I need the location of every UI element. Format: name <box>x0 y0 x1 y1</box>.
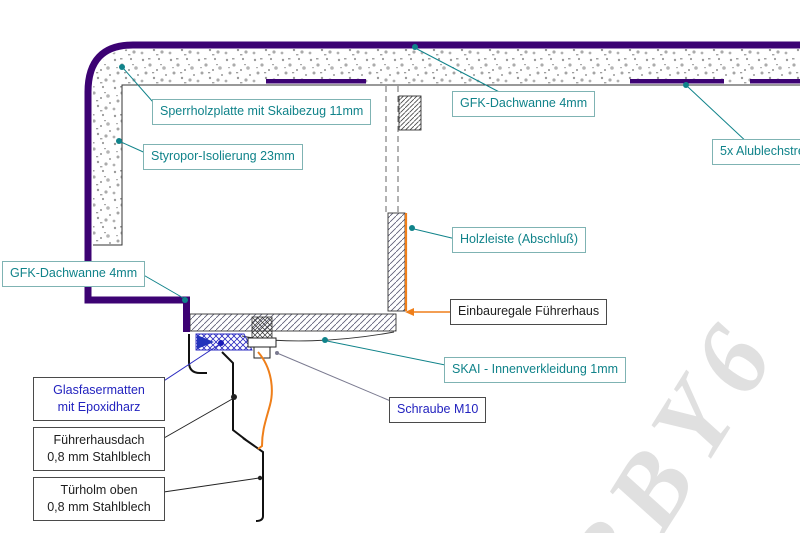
label-tuerholm-line1: Türholm oben <box>60 483 138 497</box>
door-pillar-seal <box>257 351 273 450</box>
label-skai: SKAI - Innenverkleidung 1mm <box>444 357 627 383</box>
label-styropor: Styropor-Isolierung 23mm <box>143 144 303 170</box>
label-tuerholm: Türholm oben 0,8 mm Stahlblech <box>33 477 165 521</box>
label-glasfasermatten: Glasfasermatten mit Epoxidharz <box>33 377 165 421</box>
label-holzleiste: Holzleiste (Abschluß) <box>452 227 587 253</box>
label-alublechstreifen: 5x Alublechstreifen <box>712 139 800 165</box>
label-tuerholm-line2: 0,8 mm Stahlblech <box>47 499 151 514</box>
alu-sheet-strips <box>266 79 800 84</box>
leader-dots-teal <box>116 44 689 343</box>
label-fuehrerhausdach: Führerhausdach 0,8 mm Stahlblech <box>33 427 165 471</box>
label-fuehrerhausdach-line2: 0,8 mm Stahlblech <box>47 449 151 464</box>
holzleiste-strip <box>387 212 408 312</box>
label-gfk-dachwanne-top: GFK-Dachwanne 4mm <box>452 91 596 117</box>
label-glasfasermatten-line1: Glasfasermatten <box>53 383 145 397</box>
label-glasfasermatten-line2: mit Epoxidharz <box>57 399 141 414</box>
top-batten-block <box>398 95 422 131</box>
leaders-black <box>149 394 263 495</box>
label-gfk-dachwanne-left: GFK-Dachwanne 4mm <box>2 261 146 287</box>
label-schraube-m10: Schraube M10 <box>389 397 487 423</box>
cab-roof-sheet-profile <box>188 334 264 522</box>
insulation-band <box>93 49 800 246</box>
screw-m10-detail <box>247 316 277 359</box>
hidden-edge-lines <box>385 86 399 213</box>
leader-schraube <box>275 351 401 406</box>
label-fuehrerhausdach-line1: Führerhausdach <box>53 433 145 447</box>
label-einbauregale: Einbauregale Führerhaus <box>450 299 608 325</box>
glassfibre-wedge <box>195 333 253 351</box>
gfk-outer-skin <box>84 41 800 332</box>
label-sperrholzplatte: Sperrholzplatte mit Skaibezug 11mm <box>152 99 372 125</box>
leader-einbauregale <box>405 308 455 316</box>
